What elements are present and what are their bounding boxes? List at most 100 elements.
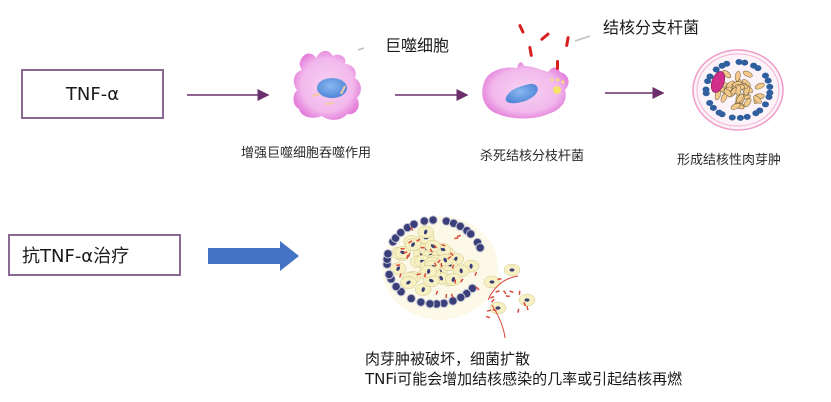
epithelioid-cell (730, 103, 741, 110)
bacterium (502, 290, 507, 295)
bacterium (440, 263, 443, 268)
bacterium (456, 234, 462, 238)
bacterium (399, 273, 402, 278)
bacterium (509, 290, 514, 294)
bacterium (460, 278, 464, 283)
lymphocyte (712, 66, 720, 73)
macrophage-cell-icon (293, 47, 365, 120)
lymphocyte (754, 65, 762, 72)
epithelioid-cell (734, 70, 741, 82)
anti-tnf-therapy-label: 抗TNF-α治疗 (22, 246, 130, 267)
lymphocyte (383, 249, 393, 259)
macrophage-killing-bacteria-icon (482, 24, 591, 119)
bacterium (518, 290, 521, 295)
bacterium (454, 237, 459, 240)
epithelioid-cell (742, 70, 753, 78)
lymphocyte (456, 292, 466, 303)
epithelioid-cell (735, 85, 742, 96)
lymphocyte (752, 110, 760, 117)
cell-nucleus (443, 257, 448, 263)
bacterium (489, 295, 495, 299)
cell-nucleus (440, 247, 446, 252)
lymphocyte (704, 78, 712, 85)
lymphocyte (409, 219, 419, 229)
epithelioid-cell (753, 95, 762, 104)
lymphocyte (425, 299, 435, 309)
step3-caption: 形成结核性肉芽肿 (677, 153, 782, 168)
bacterium (445, 293, 448, 299)
tnf-alpha-label: TNF-α (65, 83, 120, 105)
lymphocyte (723, 60, 731, 67)
lymphocyte (448, 296, 458, 306)
bacterium (407, 252, 411, 258)
epithelioid-cell (723, 88, 733, 98)
lymphocyte (709, 104, 717, 111)
lymphocyte (419, 216, 430, 226)
cell-nucleus (524, 298, 530, 302)
lymphocyte (428, 215, 438, 225)
cell-nucleus (509, 268, 515, 272)
lymphocyte (715, 109, 723, 116)
lymphocyte (741, 59, 749, 66)
bacterium (450, 293, 454, 298)
bacterium (434, 262, 437, 267)
macrophage-callout: 巨噬细胞 (385, 36, 450, 55)
lymphocyte (702, 86, 710, 93)
granuloma-icon (692, 49, 784, 131)
cell-nucleus (428, 278, 434, 283)
cell-nucleus (426, 268, 431, 274)
spread-arrow (487, 275, 519, 301)
lymphocyte (735, 59, 743, 66)
outcome-caption-line2: TNFi可能会增加结核感染的几率或引起结核再燃 (365, 370, 683, 388)
bacterium (437, 259, 441, 264)
lymphocyte (766, 83, 774, 90)
cell-nucleus (411, 242, 415, 247)
bacterium (420, 246, 425, 249)
bacterium (410, 226, 414, 231)
bacterium (400, 247, 405, 250)
cell-nucleus (439, 275, 444, 281)
bacterium (486, 309, 492, 312)
anti-tnf-therapy-box: 抗TNF-α治疗 (8, 234, 181, 276)
lymphocyte (466, 229, 476, 239)
bacterium (454, 279, 457, 284)
lymphocyte (391, 281, 401, 292)
bacterium (435, 290, 439, 295)
block-arrow-therapy (208, 241, 299, 271)
spread-arrow (491, 304, 506, 339)
bacterium (396, 264, 401, 267)
destroyed-granuloma-icon (382, 215, 536, 339)
epithelioid-cell (722, 70, 732, 79)
bacteria-callout: 结核分支杆菌 (603, 18, 700, 37)
lymphocyte (728, 114, 736, 121)
outcome-caption-line1: 肉芽肿被破坏，细菌扩散 (365, 350, 531, 368)
bacterium (429, 248, 434, 253)
tnf-alpha-box: TNF-α (21, 69, 164, 119)
step1-caption: 增强巨噬细胞吞噬作用 (241, 146, 372, 161)
bacterium (526, 306, 529, 311)
bacterium (424, 273, 427, 278)
bacterium (451, 264, 455, 269)
lymphocyte (761, 72, 769, 79)
lymphocyte (455, 221, 465, 231)
cell-nucleus (423, 229, 428, 235)
bacterium (441, 243, 446, 247)
epithelioid-cell (743, 98, 752, 108)
lymphocyte (764, 77, 772, 84)
lymphocyte (384, 269, 394, 280)
bacterium (485, 315, 491, 319)
cell-nucleus (396, 266, 401, 271)
bacterium (447, 255, 452, 260)
bacterium (433, 244, 438, 249)
lymphocyte (706, 73, 714, 80)
bacterium (416, 238, 421, 242)
lymphocyte (743, 113, 751, 120)
lymphocyte (761, 101, 769, 108)
bacterium (490, 298, 495, 303)
bacterium (516, 308, 520, 313)
lymphocyte (406, 293, 416, 304)
cell-nucleus (459, 268, 463, 274)
bacterium (475, 286, 480, 291)
cell-nucleus (495, 306, 501, 310)
